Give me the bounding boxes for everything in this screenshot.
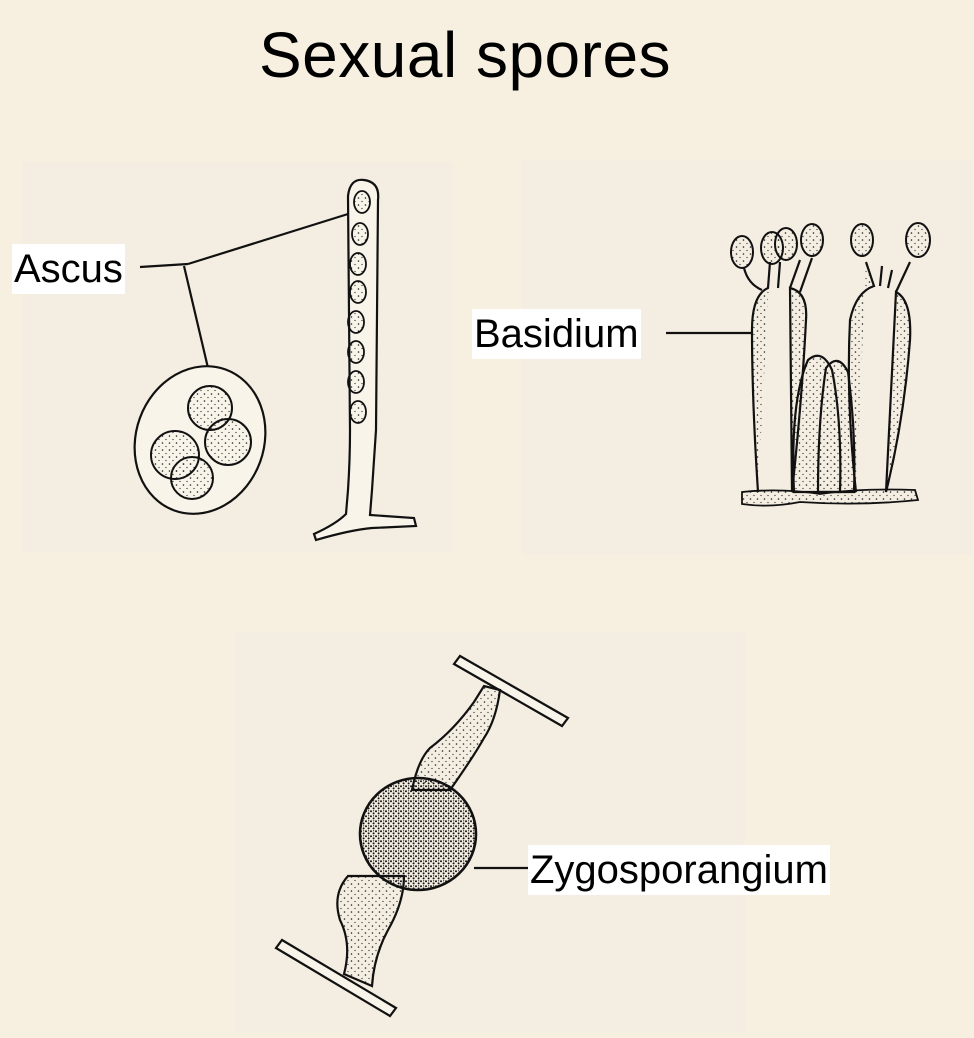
round-ascus: [133, 365, 267, 515]
elongated-ascus: [312, 178, 418, 542]
ascus-drawing: [133, 178, 418, 542]
zygosporangium-drawing: [274, 654, 570, 1018]
basidium-label: Basidium: [472, 309, 641, 359]
ascus-label: Ascus: [12, 244, 125, 294]
basidium-drawing: [666, 222, 931, 507]
page-title: Sexual spores: [258, 19, 672, 91]
zygosporangium-label: Zygosporangium: [528, 845, 830, 895]
